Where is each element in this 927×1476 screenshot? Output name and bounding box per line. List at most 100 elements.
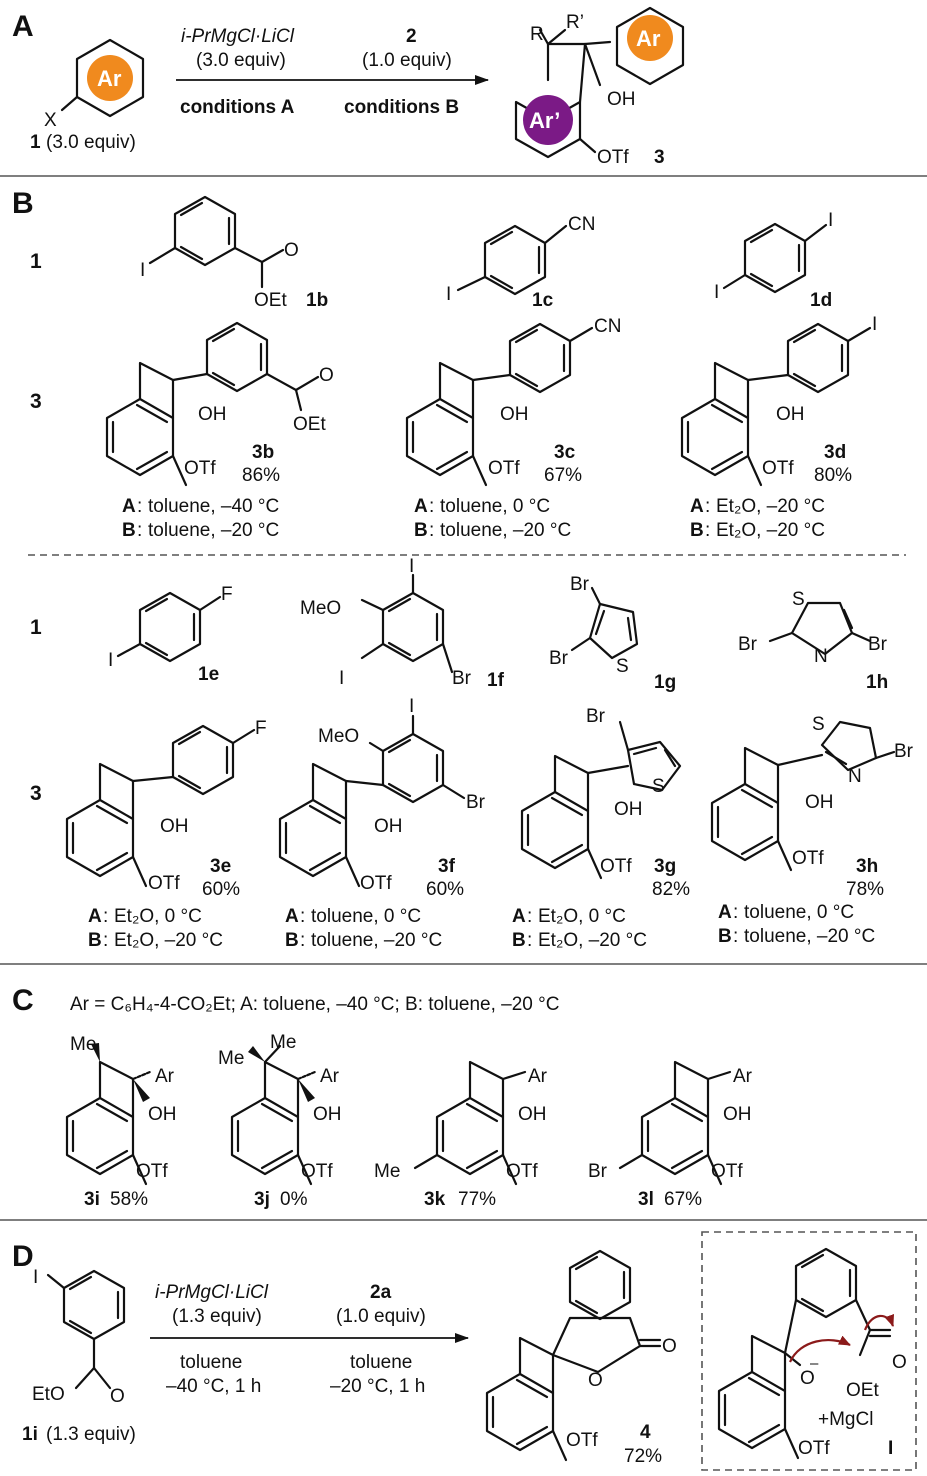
- atom-otf-3e: OTf: [148, 873, 180, 894]
- atom-oet-3b: OEt: [293, 414, 326, 435]
- atom-i-1d-bottom: I: [714, 282, 719, 303]
- atom-br-1h-right: Br: [868, 634, 888, 655]
- ar-3j: Ar: [320, 1066, 340, 1087]
- cond-b-tag-3c: B: [414, 520, 428, 541]
- atom-meo-3f: MeO: [318, 726, 359, 747]
- atom-s-1h: S: [792, 589, 805, 610]
- ar-3l: Ar: [733, 1066, 753, 1087]
- svg-text::: :: [137, 496, 142, 517]
- br-3l: Br: [588, 1161, 608, 1182]
- atom-n-3h: N: [848, 766, 862, 787]
- yield-3c: 67%: [544, 465, 582, 486]
- compound-1-structure: Ar X: [44, 38, 145, 131]
- compound-1b-structure: [148, 195, 285, 289]
- ar-3k: Ar: [528, 1066, 548, 1087]
- label-3f: 3f: [438, 856, 456, 877]
- svg-text::: :: [429, 520, 434, 541]
- compound-1f-structure: [360, 573, 454, 674]
- label-1h: 1h: [866, 672, 888, 693]
- cond-b-tag-3e: B: [88, 930, 102, 951]
- reagent1-equiv-d: (1.3 equiv): [172, 1306, 262, 1327]
- svg-text::: :: [103, 930, 108, 951]
- row-label-3-bottom: 3: [30, 782, 42, 805]
- cond-a-3c: toluene, 0 °C: [440, 496, 550, 517]
- otf-3l: OTf: [711, 1161, 743, 1182]
- label-3b: 3b: [252, 442, 274, 463]
- label-1e: 1e: [198, 664, 219, 685]
- atom-br-1f: Br: [452, 668, 472, 689]
- compound-1h-structure: [768, 601, 872, 656]
- atom-br-3h: Br: [894, 741, 914, 762]
- atom-i-1d-top: I: [828, 210, 833, 231]
- rprime-label: R’: [566, 12, 584, 33]
- solvent1-d: toluene: [180, 1352, 242, 1373]
- label-3c: 3c: [554, 442, 576, 463]
- label-3l: 3l: [638, 1189, 654, 1210]
- row-label-1-bottom: 1: [30, 616, 42, 639]
- cond-b-tag-3f: B: [285, 930, 299, 951]
- compound-3j-structure: [230, 1044, 317, 1186]
- label-1d: 1d: [810, 290, 832, 311]
- compound-3-structure: Ar’ Ar: [514, 6, 685, 159]
- row-label-1: 1: [30, 250, 42, 273]
- atom-s-3g: S: [652, 776, 665, 797]
- atom-br-3g: Br: [586, 706, 606, 727]
- atom-o-1b: O: [284, 240, 299, 261]
- otf-3j: OTf: [301, 1161, 333, 1182]
- svg-text::: :: [429, 496, 434, 517]
- cond-b-tag-3g: B: [512, 930, 526, 951]
- svg-text::: :: [527, 906, 532, 927]
- cond-a-tag-3d: A: [690, 496, 704, 517]
- cond-a-3d: Et₂O, –20 °C: [716, 496, 825, 517]
- compound-1-label: 1: [30, 132, 41, 153]
- compound-3l-structure: [618, 1060, 732, 1186]
- ar-label: Ar: [97, 66, 122, 91]
- x-label: X: [44, 110, 57, 131]
- yield-3b: 86%: [242, 465, 280, 486]
- yield-3d: 80%: [814, 465, 852, 486]
- compound-3h-structure: [710, 720, 896, 872]
- mgcl-int: +MgCl: [818, 1409, 873, 1430]
- reagent1-label: i-PrMgCl·LiCl: [181, 26, 295, 47]
- atom-o-int: O: [800, 1368, 815, 1389]
- cond-a-tag-3b: A: [122, 496, 136, 517]
- atom-cn-1c: CN: [568, 214, 595, 235]
- atom-oh-3b: OH: [198, 404, 227, 425]
- compound-3e-structure: [65, 724, 256, 888]
- prod-ar-label: Ar: [636, 26, 661, 51]
- reagent1-d: i-PrMgCl·LiCl: [155, 1282, 269, 1303]
- atom-otf-3h: OTf: [792, 848, 824, 869]
- oh-3k: OH: [518, 1104, 547, 1125]
- solvent2-d: toluene: [350, 1352, 412, 1373]
- compound-4-structure: [485, 1249, 662, 1462]
- atom-s-3h: S: [812, 714, 825, 735]
- reagent1-equiv: (3.0 equiv): [196, 50, 286, 71]
- cond-b-3d: Et₂O, –20 °C: [716, 520, 825, 541]
- row-label-3: 3: [30, 390, 42, 413]
- prod-otf-label: OTf: [597, 147, 629, 168]
- ar-circle-product-icon: [627, 15, 673, 61]
- atom-br-1g-left: Br: [549, 648, 569, 669]
- cond-a-tag-3g: A: [512, 906, 526, 927]
- minus-charge: –: [810, 1355, 819, 1372]
- equiv-1i: (1.3 equiv): [46, 1424, 136, 1445]
- yield-3e: 60%: [202, 879, 240, 900]
- atom-f-1e: F: [221, 584, 233, 605]
- atom-oh-3g: OH: [614, 799, 643, 820]
- yield-3f: 60%: [426, 879, 464, 900]
- label-1g: 1g: [654, 672, 676, 693]
- cond-a-tag-3c: A: [414, 496, 428, 517]
- mech-arrow-1: [788, 1335, 851, 1363]
- cond-b-3f: toluene, –20 °C: [311, 930, 442, 951]
- label-3i: 3i: [84, 1189, 100, 1210]
- label-3k: 3k: [424, 1189, 446, 1210]
- yield-4: 72%: [624, 1446, 662, 1467]
- cond-a-3b: toluene, –40 °C: [148, 496, 279, 517]
- prod-oh-label: OH: [607, 89, 636, 110]
- cond-a-tag-3h: A: [718, 902, 732, 923]
- oh-3j: OH: [313, 1104, 342, 1125]
- me-3k: Me: [374, 1161, 400, 1182]
- panel-label-d: D: [12, 1240, 34, 1273]
- ar-circle-icon: [87, 55, 133, 101]
- atom-oh-3e: OH: [160, 816, 189, 837]
